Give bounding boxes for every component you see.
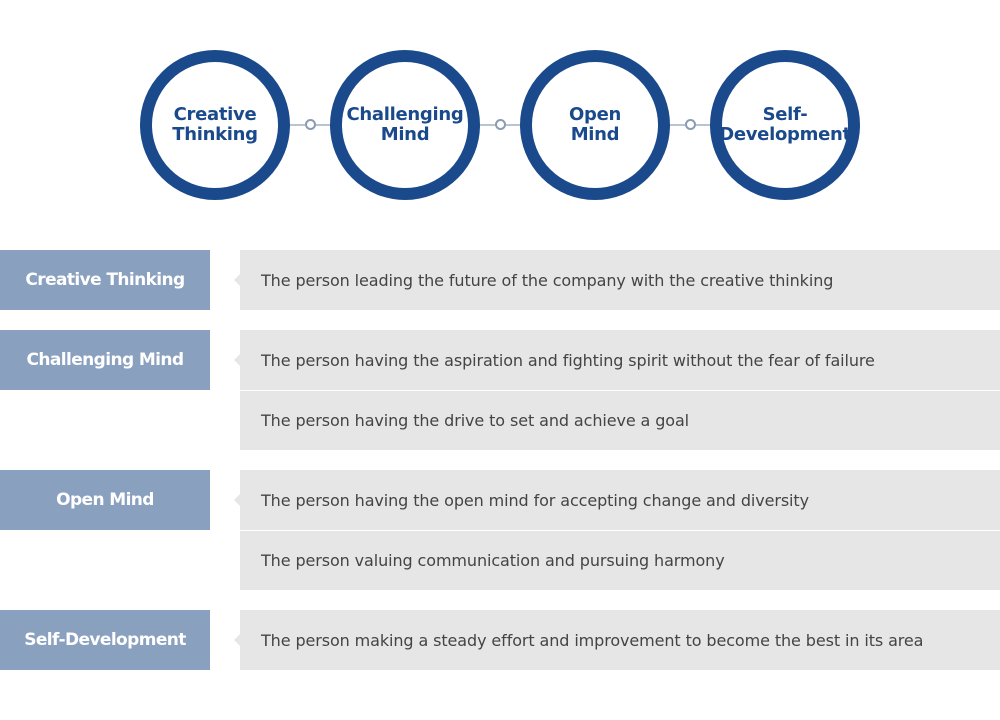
section-label-self-development: Self-Development [0, 610, 210, 670]
connector-dot [685, 119, 696, 130]
description-row: The person valuing communication and pur… [240, 530, 1000, 590]
values-circles-row: Creative Thinking Challenging Mind Open … [0, 0, 1000, 220]
description-row: The person making a steady effort and im… [234, 610, 1000, 670]
description-text: The person having the open mind for acce… [261, 490, 809, 510]
connector-dot [305, 119, 316, 130]
pointer-arrow [234, 634, 240, 646]
circle-open-mind: Open Mind [520, 50, 670, 200]
circle-label: Open Mind [568, 104, 621, 145]
description-text: The person having the drive to set and a… [261, 411, 690, 430]
circle-challenging-mind: Challenging Mind [330, 50, 480, 200]
description-row: The person having the drive to set and a… [240, 390, 1000, 450]
pointer-arrow [234, 354, 240, 366]
pointer-arrow [234, 274, 240, 286]
description-text: The person valuing communication and pur… [261, 551, 725, 570]
description-row: The person leading the future of the com… [234, 250, 1000, 310]
description-text: The person making a steady effort and im… [261, 630, 924, 650]
description-row: The person having the aspiration and fig… [234, 330, 1000, 390]
description-text: The person leading the future of the com… [261, 270, 834, 290]
description-text: The person having the aspiration and fig… [261, 350, 875, 370]
circle-label: Creative Thinking [172, 104, 258, 145]
pointer-arrow [234, 494, 240, 506]
section-label-creative-thinking: Creative Thinking [0, 250, 210, 310]
description-row: The person having the open mind for acce… [234, 470, 1000, 530]
circle-label: Challenging Mind [346, 104, 464, 145]
section-label-open-mind: Open Mind [0, 470, 210, 530]
section-label-challenging-mind: Challenging Mind [0, 330, 210, 390]
circle-creative-thinking: Creative Thinking [140, 50, 290, 200]
circle-self-development: Self- Development [710, 50, 860, 200]
circle-label: Self- Development [719, 104, 851, 145]
connector-dot [495, 119, 506, 130]
